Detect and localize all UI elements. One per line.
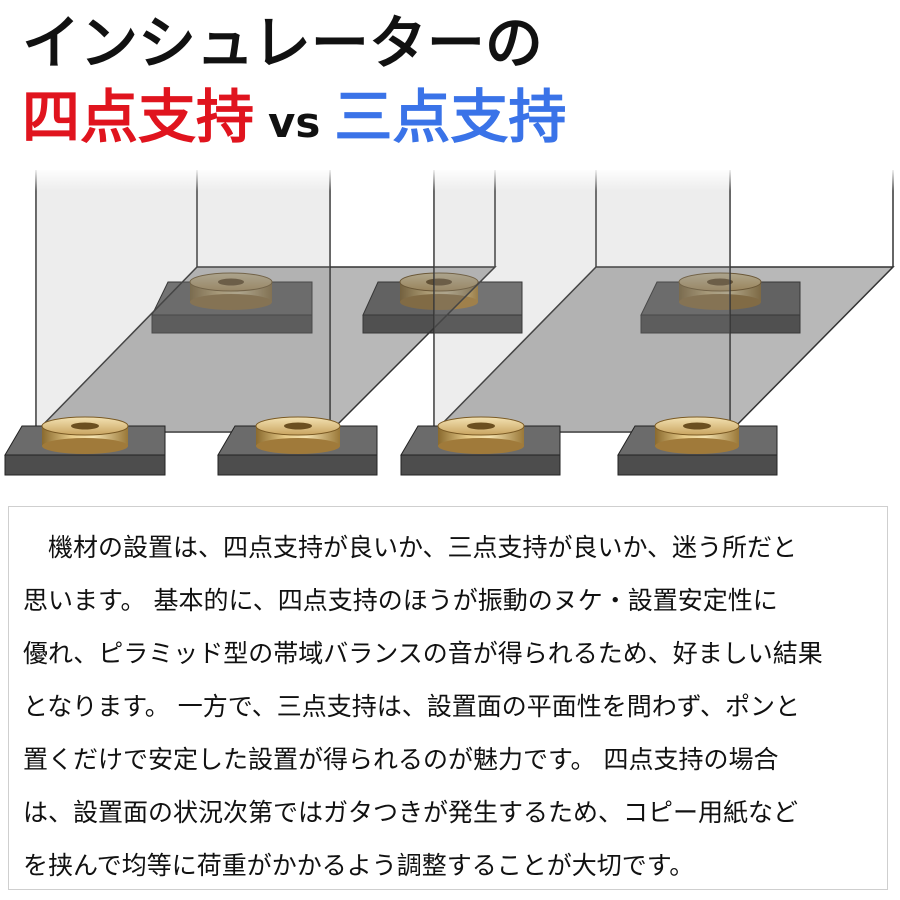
insulator-back-right [399, 272, 479, 310]
three-point-label: 三点支持 [334, 83, 567, 151]
description-text: 機材の設置は、四点支持が良いか、三点支持が良いか、迷う所だと 思います。 基本的… [9, 507, 887, 892]
insulator-diagram [0, 170, 900, 476]
title-line-1: インシュレーターの [22, 9, 543, 77]
insulator-front-left [41, 416, 129, 454]
description-line-4: となります。 一方で、三点支持は、設置面の平面性を問わず、ポンと [23, 692, 800, 721]
description-line-5: 置くだけで安定した設置が得られるのが魅力です。 四点支持の場合 [23, 745, 779, 774]
insulator-front-right [255, 416, 341, 454]
insulator-front-right-3pt [654, 416, 740, 454]
description-line-7: を挟んで均等に荷重がかかるよう調整することが大切です。 [23, 851, 695, 880]
insulator-back-center [678, 272, 762, 310]
description-line-3: 優れ、ピラミッド型の帯域バランスの音が得られるため、好ましい結果 [23, 639, 823, 668]
insulator-front-left-3pt [437, 416, 525, 454]
description-box: 機材の設置は、四点支持が良いか、三点支持が良いか、迷う所だと 思います。 基本的… [8, 506, 888, 890]
vs-label: vs [268, 98, 321, 147]
description-line-6: は、設置面の状況次第ではガタつきが発生するため、コピー用紙など [23, 798, 799, 827]
four-point-label: 四点支持 [22, 83, 255, 151]
insulator-back-left [189, 272, 273, 310]
description-line-1: 機材の設置は、四点支持が良いか、三点支持が良いか、迷う所だと [23, 533, 798, 562]
description-line-2: 思います。 基本的に、四点支持のほうが振動のヌケ・設置安定性に [23, 586, 778, 615]
